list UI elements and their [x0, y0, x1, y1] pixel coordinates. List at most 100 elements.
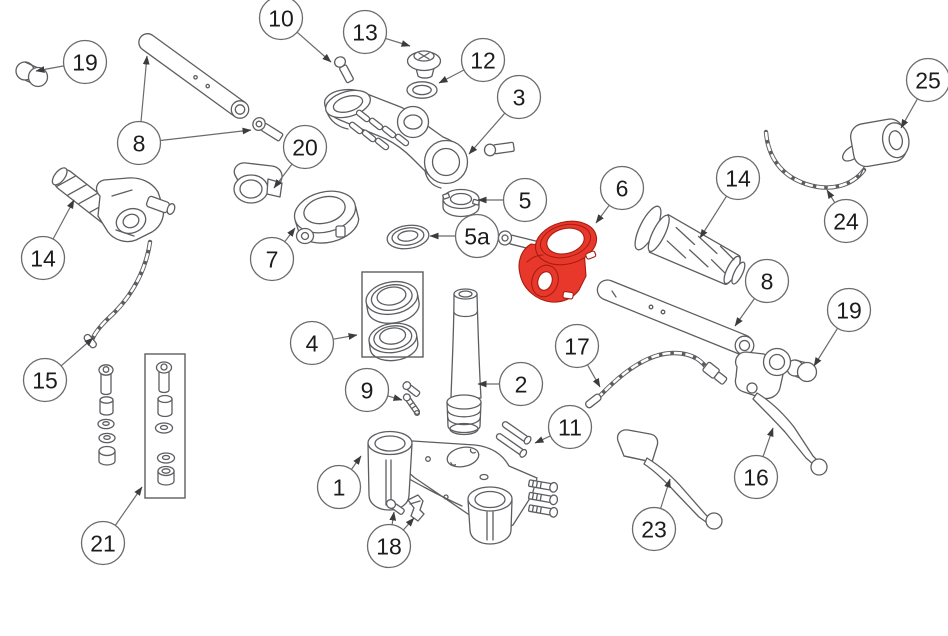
- callout-number-6: 6: [616, 175, 629, 201]
- leader-line-19-right: [813, 327, 839, 367]
- callout-number-5a: 5a: [464, 223, 490, 249]
- callout-number-1: 1: [333, 474, 346, 500]
- part-steering-clamp-ring: [293, 190, 360, 245]
- part-small-fasteners: [402, 381, 421, 417]
- part-throttle-housing: [842, 118, 910, 178]
- callout-20: 20: [273, 124, 328, 189]
- callout-5a: 5a: [429, 213, 500, 259]
- callout-circle-2: [498, 361, 544, 407]
- part-bar-end-cap-right: [786, 359, 818, 383]
- leader-line-19-left: [35, 65, 65, 73]
- leader-line-7: [284, 227, 296, 243]
- part-steering-stem: [446, 288, 482, 436]
- callout-8-right: 8: [734, 258, 790, 327]
- callout-3: 3: [468, 74, 542, 155]
- callout-number-23: 23: [641, 516, 667, 542]
- callout-number-12: 12: [470, 47, 496, 73]
- callout-circle-13: [342, 9, 388, 55]
- callout-number-24: 24: [833, 208, 859, 234]
- callout-11: 11: [534, 404, 593, 450]
- callout-circle-8-right: [744, 258, 790, 304]
- part-steering-bearing-kit: [361, 271, 424, 362]
- leader-line-1: [350, 455, 362, 470]
- callout-24: 24: [823, 189, 869, 244]
- callout-number-25: 25: [915, 67, 941, 93]
- callout-number-7: 7: [266, 246, 279, 272]
- callout-circle-10: [258, 0, 304, 41]
- callout-number-19-right: 19: [836, 297, 862, 323]
- part-steering-stem-nut: [406, 50, 442, 79]
- leader-line-11: [534, 435, 551, 444]
- callout-number-13: 13: [352, 19, 378, 45]
- callout-19-right: 19: [813, 287, 872, 367]
- leader-line-14-left: [52, 199, 75, 240]
- callout-number-10: 10: [268, 5, 294, 31]
- leader-line-16: [762, 427, 774, 457]
- callout-number-20: 20: [292, 134, 318, 160]
- callout-circle-17: [554, 323, 600, 369]
- callout-4: 4: [289, 320, 358, 366]
- leader-line-24: [826, 189, 836, 204]
- callout-circle-20: [282, 124, 328, 170]
- callout-5: 5: [477, 177, 548, 223]
- callout-14-left: 14: [20, 199, 75, 281]
- part-throttle-grip: [634, 205, 746, 285]
- leader-line-6: [595, 204, 610, 224]
- callout-number-21: 21: [90, 530, 116, 556]
- callout-number-15: 15: [32, 367, 58, 393]
- callout-15: 15: [22, 337, 94, 403]
- callout-number-8-top: 8: [133, 130, 146, 156]
- part-throttle-cable: [763, 129, 867, 190]
- leader-line-20: [273, 163, 293, 189]
- callout-number-11: 11: [558, 414, 582, 440]
- leader-line-8-top: [160, 127, 252, 142]
- leader-line-10: [296, 31, 332, 63]
- callout-circle-9: [344, 367, 390, 413]
- part-grub-screws: [385, 494, 425, 522]
- callout-circle-12: [460, 37, 506, 83]
- leader-line-12: [438, 69, 465, 84]
- callout-6: 6: [595, 165, 645, 224]
- callout-circle-5a: [454, 213, 500, 259]
- callout-1: 1: [316, 455, 362, 510]
- leader-line-21: [114, 486, 143, 526]
- callout-circle-25: [905, 57, 948, 103]
- callout-number-14-left: 14: [30, 245, 56, 271]
- leader-line-15: [60, 337, 94, 367]
- part-clamp-bolts: [527, 479, 559, 518]
- callout-circle-21: [80, 520, 126, 566]
- callout-circle-19-left: [62, 39, 108, 85]
- callout-23: 23: [631, 478, 677, 552]
- leader-line-8-top: [140, 55, 150, 122]
- part-clamp-side-bolt: [483, 141, 515, 157]
- callout-number-17: 17: [564, 333, 590, 359]
- callout-circle-4: [289, 320, 335, 366]
- part-hardware-loose: [97, 364, 116, 466]
- callout-number-3: 3: [513, 84, 526, 110]
- callout-14-right: 14: [699, 155, 761, 239]
- callout-circle-5: [502, 177, 548, 223]
- leader-line-25: [900, 98, 919, 129]
- callout-circle-16: [733, 454, 779, 500]
- callout-number-8-right: 8: [761, 268, 774, 294]
- leader-line-23: [660, 478, 671, 509]
- part-top-triple-clamp: [324, 89, 469, 189]
- callout-16: 16: [733, 427, 779, 500]
- leader-line-9: [387, 394, 403, 401]
- part-clip-on-tube: [596, 279, 755, 356]
- part-handlebar-bolt: [252, 116, 284, 142]
- part-steering-lock-nut: [442, 188, 480, 218]
- leader-line-18: [402, 517, 415, 531]
- part-stem-nut-washer: [406, 81, 438, 99]
- leader-line-17: [586, 364, 601, 388]
- callout-18: 18: [366, 511, 415, 569]
- part-handlebar-clamp-red: [518, 220, 598, 303]
- callout-circle-23: [631, 506, 677, 552]
- callout-number-14-right: 14: [725, 165, 751, 191]
- callout-12: 12: [438, 37, 506, 84]
- callout-21: 21: [80, 486, 143, 566]
- callout-25: 25: [900, 57, 948, 129]
- callout-17: 17: [554, 323, 601, 388]
- callout-circle-7: [249, 236, 295, 282]
